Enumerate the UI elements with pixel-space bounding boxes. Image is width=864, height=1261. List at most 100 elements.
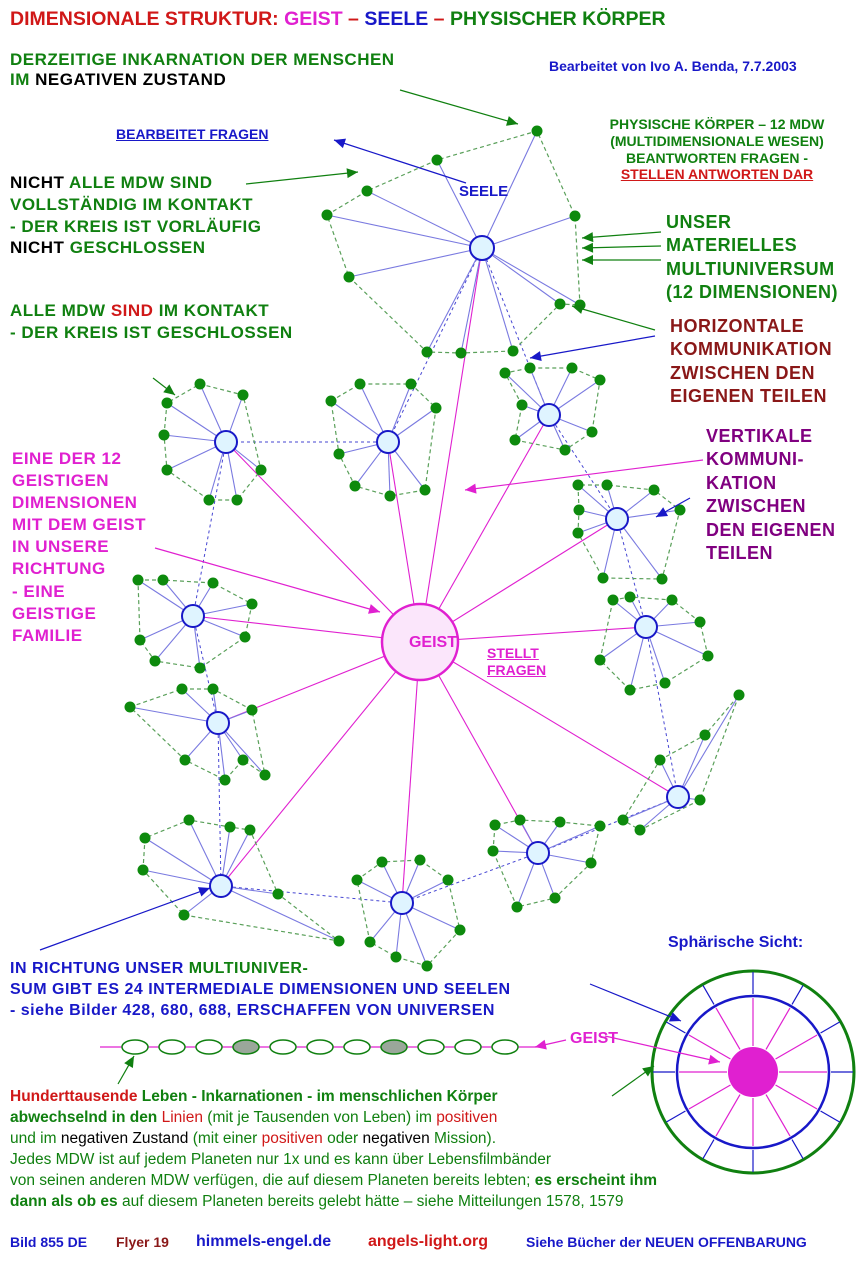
body-connection-line: [460, 247, 483, 354]
body-node: [511, 901, 523, 913]
body-node: [430, 402, 442, 414]
body-node: [524, 362, 536, 374]
body-connection-line: [144, 837, 222, 887]
body-node: [499, 367, 511, 379]
horizontale-line: HORIZONTALE: [670, 316, 805, 336]
soul-node: [537, 403, 561, 427]
spirit-line: [419, 414, 550, 643]
bearbeitet-fragen-arrow: [333, 139, 467, 184]
incarnation-ellipse: [454, 1039, 482, 1055]
body-node: [507, 345, 519, 357]
body-node: [351, 874, 363, 886]
eine-line: MIT DEM GEIST: [12, 515, 146, 535]
body-node: [566, 362, 578, 374]
physische-line: (MULTIDIMENSIONALE WESEN): [610, 132, 824, 149]
soul-cluster: [499, 362, 606, 456]
horizontale-line: ZWISCHEN DEN: [670, 362, 815, 383]
body-node: [224, 821, 236, 833]
body-node: [321, 209, 333, 221]
sphere-spirit-ray: [715, 1007, 741, 1050]
body-node: [325, 395, 337, 407]
soul-node: [209, 874, 233, 898]
body-connection-line: [326, 214, 483, 249]
body-node: [586, 426, 598, 438]
body-node: [354, 378, 366, 390]
body-node: [158, 429, 170, 441]
title-dash: –: [433, 8, 445, 30]
body-node: [431, 154, 443, 166]
cluster-boundary: [577, 484, 681, 580]
body-node: [333, 448, 345, 460]
spirit-line: [401, 641, 421, 904]
soul-node: [634, 615, 658, 639]
body-node: [231, 494, 243, 506]
body-node: [137, 864, 149, 876]
body-node: [376, 856, 388, 868]
stellt-fragen-label: STELLT FRAGEN: [487, 645, 546, 679]
vertikale-line: ZWISCHEN: [706, 496, 806, 517]
body-node: [634, 824, 646, 836]
soul-link-line: [220, 885, 403, 904]
nicht-alle-line: ALLE MDW SIND: [69, 173, 213, 192]
incarnation-ellipse: [121, 1039, 149, 1055]
cluster-boundary: [330, 383, 437, 497]
body-node: [132, 574, 144, 586]
body-connection-line: [188, 819, 222, 887]
eine-line: GEISTIGE: [12, 603, 97, 623]
body-node: [549, 892, 561, 904]
richtung-line: SUM GIBT ES 24 INTERMEDIALE DIMENSIONEN …: [10, 981, 511, 999]
body-node: [239, 631, 251, 643]
body-node: [654, 754, 666, 766]
body-node: [656, 573, 668, 585]
cluster-boundary: [163, 383, 262, 501]
multiuniversum-arrow: [581, 245, 662, 249]
multiuniversum-line: MATERIELLES: [666, 235, 798, 256]
nicht-alle-arrow-head: [346, 168, 358, 179]
chain-geist-arrow-head: [535, 1039, 547, 1050]
stellt-fragen-line: STELLT: [487, 645, 539, 661]
soul-clusters: [124, 125, 745, 972]
footer-link-angels-light[interactable]: angels-light.org: [368, 1233, 488, 1250]
geist-center-node: [380, 602, 460, 682]
body-node: [246, 704, 258, 716]
body-node: [176, 683, 188, 695]
multiuniversum-arrow: [581, 231, 662, 239]
sphere-spirit-ray: [765, 1007, 791, 1050]
body-node: [659, 677, 671, 689]
para-text: und im: [10, 1130, 57, 1148]
incarnation-ellipse: [269, 1039, 297, 1055]
sphere-ray: [702, 1139, 715, 1159]
soul-node: [469, 235, 495, 261]
para-text: Mission).: [434, 1130, 497, 1148]
page-title: DIMENSIONALE STRUKTUR: GEIST – SEELE – P…: [10, 8, 666, 31]
sphere-spirit-ray: [688, 1034, 731, 1060]
horizontale-line: KOMMUNIKATION: [670, 339, 833, 360]
eine-arrow: [464, 459, 704, 491]
soul-link-line: [401, 852, 539, 904]
eine-line: IN UNSERE: [12, 537, 110, 557]
body-node: [124, 701, 136, 713]
footer-link-himmels-engel[interactable]: himmels-engel.de: [196, 1233, 332, 1250]
sphere-spirit-ray: [715, 1094, 741, 1137]
nicht-word: NICHT: [10, 238, 65, 258]
para-text: negativen Zustand: [60, 1130, 189, 1148]
body-node: [194, 662, 206, 674]
para-text: Linien: [161, 1109, 203, 1127]
eine-line: - EINE: [12, 581, 66, 601]
body-connection-line: [481, 130, 538, 249]
body-node: [594, 374, 606, 386]
vertikale-line: VERTIKALE: [706, 426, 813, 446]
body-node: [203, 494, 215, 506]
soul-cluster: [617, 689, 745, 836]
incarnation-ellipse: [380, 1039, 408, 1055]
vertikale-line: DEN EIGENEN: [706, 519, 836, 540]
stellt-fragen-line: FRAGEN: [487, 661, 547, 678]
bottom-paragraph: Hunderttausende Leben - Inkarnationen - …: [10, 1086, 657, 1212]
para-text: auf diesem Planeten bereits gelebt hätte…: [121, 1193, 624, 1211]
vertikale-arrow-head: [656, 507, 669, 517]
soul-link-line: [645, 626, 679, 798]
alle-mdw-text: IM KONTAKT: [158, 301, 270, 320]
richtung-arrow: [39, 887, 211, 951]
soul-cluster: [572, 479, 686, 585]
body-node: [585, 857, 597, 869]
